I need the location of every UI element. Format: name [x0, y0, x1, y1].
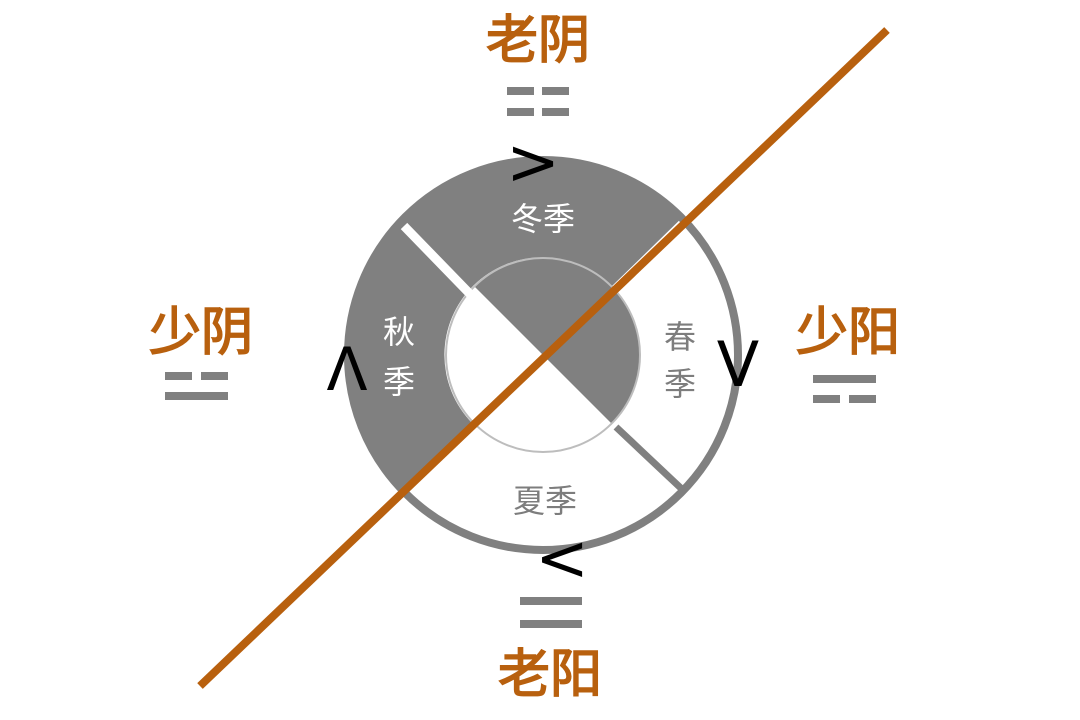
symbol-top-old-yin — [507, 87, 569, 116]
season-winter-label: 冬季 — [511, 200, 575, 238]
label-old-yang: 老阳 — [498, 644, 602, 705]
arrow-right: V — [717, 328, 759, 401]
symbol-left-lesser-yin — [165, 372, 228, 400]
season-summer-label: 夏季 — [513, 482, 577, 520]
label-lesser-yang: 少阳 — [796, 302, 900, 363]
season-autumn-label-1: 秋 — [383, 313, 415, 351]
season-spring-label-1: 春 — [664, 318, 696, 356]
season-autumn-label-2: 季 — [383, 363, 415, 401]
ring-shaded-half — [347, 159, 682, 493]
symbol-right-lesser-yang — [813, 375, 876, 403]
arrow-top: > — [506, 126, 560, 200]
symbol-bottom-old-yang — [520, 597, 582, 628]
season-spring-label-2: 季 — [664, 365, 696, 403]
divider-winter-autumn — [400, 222, 474, 298]
inner-ring-outline — [445, 257, 641, 453]
divider-spring-summer — [613, 424, 688, 495]
label-old-yin: 老阴 — [486, 10, 590, 71]
arrow-left: Λ — [326, 335, 367, 405]
arrow-bottom: < — [535, 522, 589, 596]
diagonal-axis — [197, 27, 890, 689]
label-lesser-yin: 少阴 — [149, 302, 253, 363]
